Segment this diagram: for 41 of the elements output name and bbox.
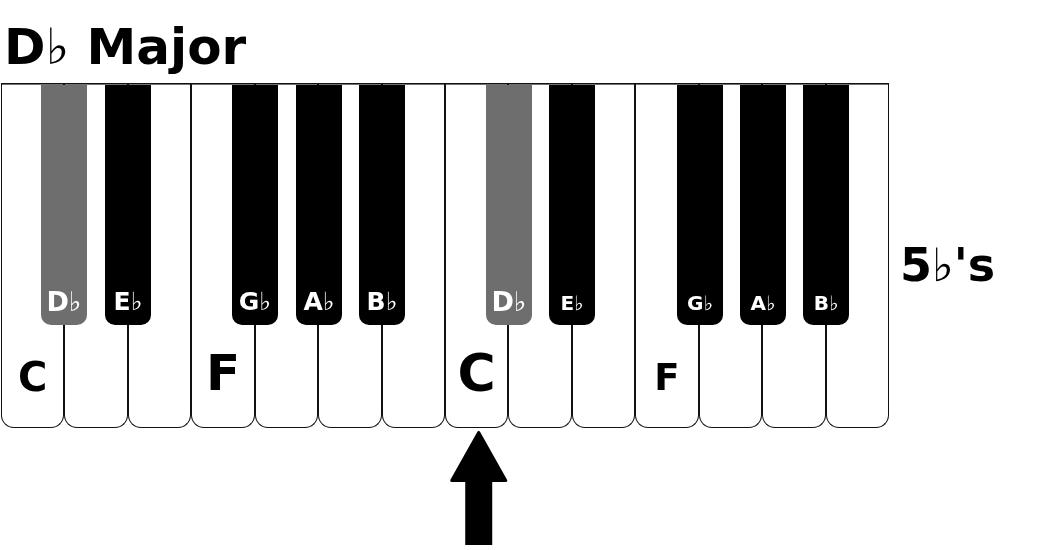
- note-label: E♭: [113, 288, 143, 314]
- piano-key: [254, 325, 319, 428]
- piano-key: [1, 325, 65, 428]
- note-label: B♭: [813, 292, 839, 313]
- accidental-key: [359, 84, 405, 325]
- note-label: C: [18, 357, 48, 397]
- accidental-key: [549, 84, 595, 325]
- piano-key: [191, 325, 255, 428]
- note-label: G♭: [238, 288, 272, 314]
- arrow: [450, 431, 508, 545]
- note-label: D♭: [491, 287, 527, 315]
- note-label: D♭: [46, 287, 82, 315]
- piano-key: [571, 325, 636, 428]
- piano-key: [698, 325, 763, 428]
- note-label: E♭: [560, 292, 584, 313]
- accidental-key: [740, 84, 786, 325]
- piano-key: [508, 325, 572, 428]
- piano-key: [635, 325, 699, 428]
- accidental-key: [41, 84, 87, 325]
- piano-key: [445, 325, 509, 428]
- piano-key: [318, 325, 382, 428]
- piano-key: [381, 325, 445, 428]
- accidental-key: [486, 84, 532, 325]
- key-signature-label: 5♭'s: [900, 242, 996, 288]
- piano-key: [127, 325, 192, 428]
- note-label: A♭: [303, 288, 335, 314]
- accidental-key: [803, 84, 849, 325]
- piano-key: [64, 325, 128, 428]
- note-label: C: [457, 347, 496, 399]
- note-label: B♭: [366, 288, 398, 314]
- accidental-key: [105, 84, 151, 325]
- accidental-key: [296, 84, 342, 325]
- accidental-key: [677, 84, 723, 325]
- note-label: G♭: [687, 292, 713, 313]
- piano-key: [825, 325, 889, 428]
- piano-key: [762, 325, 826, 428]
- title: D♭ Major: [4, 22, 247, 72]
- note-label: F: [205, 348, 241, 398]
- accidental-key: [232, 84, 278, 325]
- note-label: F: [654, 359, 680, 396]
- note-label: A♭: [750, 292, 776, 313]
